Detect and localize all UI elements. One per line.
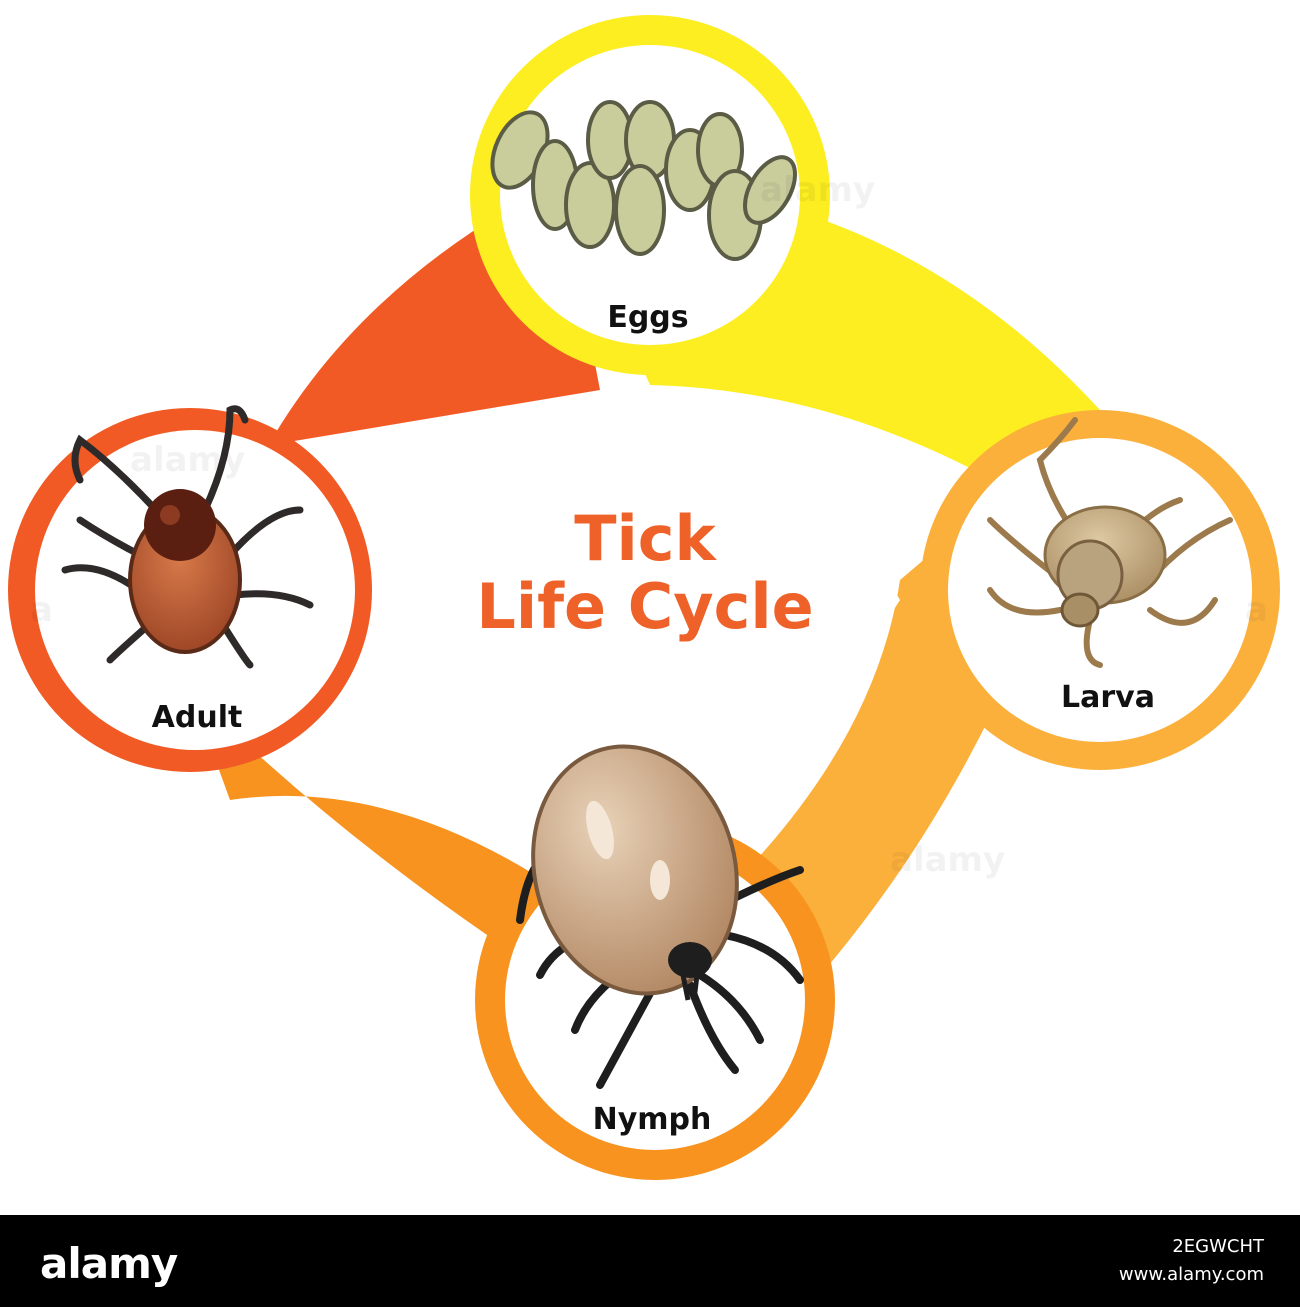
band-adult-eggs xyxy=(190,180,600,690)
stage-label-eggs: Eggs xyxy=(607,300,689,335)
stage-label-adult: Adult xyxy=(151,700,243,735)
tick-adult-icon xyxy=(61,405,314,669)
footer-brand-logo: alamy xyxy=(40,1239,178,1288)
title-line-2: Life Cycle xyxy=(476,570,814,643)
footer-image-id: 2EGWCHT xyxy=(1172,1236,1264,1257)
center-shape xyxy=(395,394,900,815)
watermark-5: a xyxy=(1245,590,1268,630)
watermark-2: alamy xyxy=(760,170,876,210)
title-line-1: Tick xyxy=(574,502,716,575)
tick-eggs-icon xyxy=(490,100,797,261)
diagram-title: Tick Life Cycle xyxy=(430,505,860,641)
stage-label-nymph: Nymph xyxy=(592,1102,712,1137)
stage-label-larva: Larva xyxy=(1061,680,1155,715)
tick-nymph-icon xyxy=(516,744,804,1089)
footer-site: www.alamy.com xyxy=(1118,1264,1264,1285)
watermark-1: alamy xyxy=(130,440,246,480)
footer-bar: alamy 2EGWCHT www.alamy.com xyxy=(0,1215,1300,1307)
life-cycle-diagram xyxy=(8,15,1280,1180)
watermark-4: a xyxy=(30,590,53,630)
watermark-3: alamy xyxy=(890,840,1006,880)
footer-meta: 2EGWCHT www.alamy.com xyxy=(1119,1233,1264,1289)
